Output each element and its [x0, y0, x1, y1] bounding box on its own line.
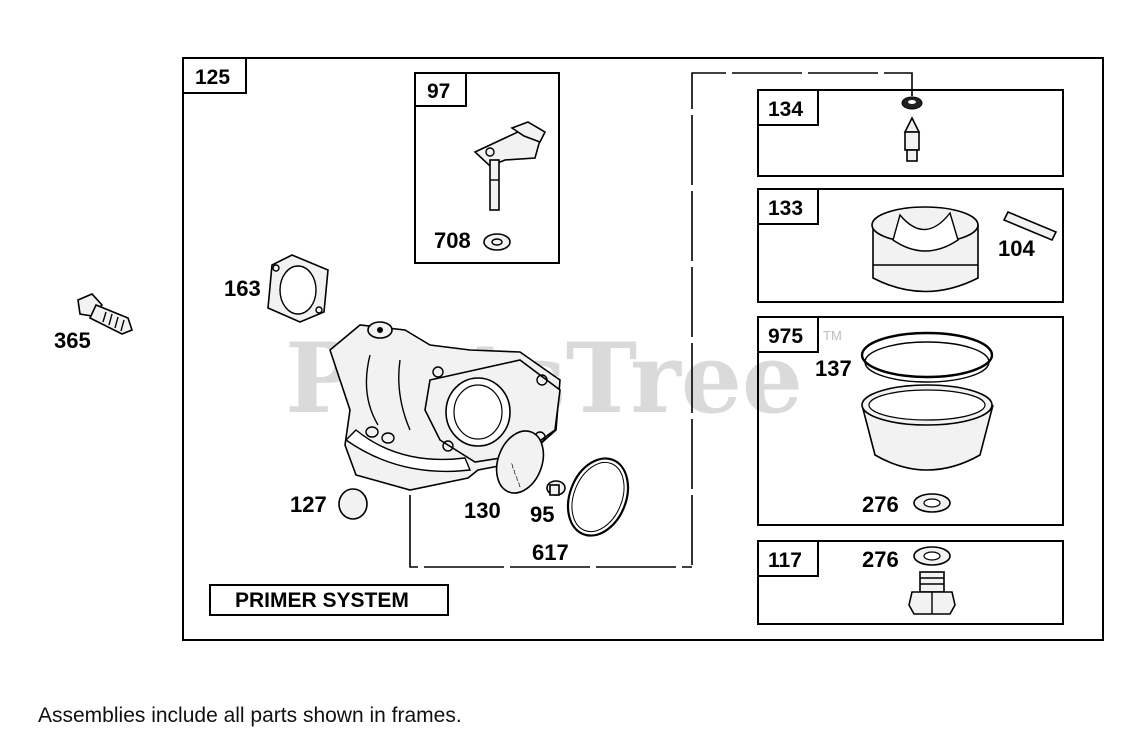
frame-125-tab — [182, 57, 247, 94]
part-label-708: 708 — [434, 228, 471, 253]
frame-117-label: 117 — [768, 549, 802, 572]
part-label-365: 365 — [54, 328, 91, 353]
primer-diaphragm-icon: ~~~~ — [495, 430, 545, 494]
primer-system-box — [209, 584, 449, 616]
part-label-276b: 276 — [862, 547, 899, 572]
needle-valve-icon — [901, 96, 923, 162]
frame-125-label: 125 — [195, 66, 230, 89]
primer-lever-icon — [473, 121, 547, 211]
primer-system-label: PRIMER SYSTEM — [235, 589, 409, 612]
frame-134-tab — [757, 89, 819, 126]
frame-975 — [757, 316, 1064, 526]
float-icon — [871, 206, 979, 293]
gasket-163-icon — [267, 254, 329, 323]
bolt-365-icon — [77, 293, 133, 335]
screw-95-icon — [546, 480, 566, 496]
frame-97-tab — [414, 72, 467, 107]
frame-117-tab — [757, 540, 819, 577]
frame-975-tab — [757, 316, 819, 353]
frame-975-label: 975 — [768, 325, 803, 348]
frame-133 — [757, 188, 1064, 303]
frame-133-tab — [757, 188, 819, 225]
frame-134-label: 134 — [768, 98, 803, 121]
part-label-163: 163 — [224, 276, 261, 301]
frame-117 — [757, 540, 1064, 625]
part-label-276a: 276 — [862, 492, 899, 517]
float-bowl-icon — [860, 331, 994, 471]
part-label-130: 130 — [464, 498, 501, 523]
bowl-nut-icon — [908, 571, 956, 615]
frame-133-label: 133 — [768, 197, 803, 220]
washer-708-icon — [483, 233, 511, 251]
watermark-tm: TM — [823, 328, 842, 343]
frame-125 — [182, 57, 1104, 641]
leader-bracket-right — [691, 72, 913, 565]
frame-97 — [414, 72, 560, 264]
part-label-104: 104 — [998, 236, 1035, 261]
hinge-pin-icon — [1002, 210, 1058, 242]
leader-bracket-bottom — [409, 495, 692, 568]
part-label-127: 127 — [290, 492, 327, 517]
footer-note: Assemblies include all parts shown in fr… — [38, 704, 462, 727]
plug-127-icon — [338, 488, 368, 520]
part-label-137: 137 — [815, 356, 852, 381]
part-label-617: 617 — [532, 540, 569, 565]
gasket-617-icon — [566, 457, 630, 537]
part-label-95: 95 — [530, 502, 554, 527]
frame-134 — [757, 89, 1064, 177]
frame-97-label: 97 — [427, 80, 450, 103]
